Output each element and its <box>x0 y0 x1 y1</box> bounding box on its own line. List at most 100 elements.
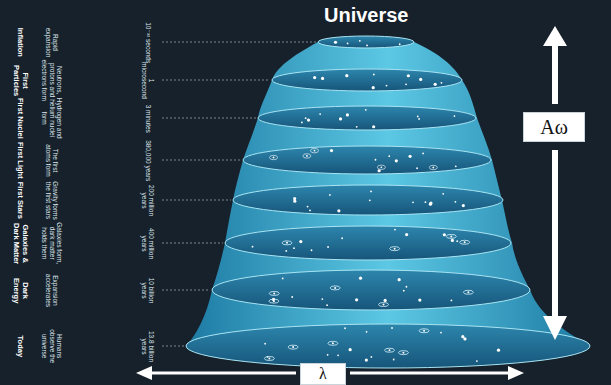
era-disc <box>272 69 462 91</box>
star-dot <box>359 40 361 42</box>
star-dot <box>264 343 266 345</box>
right-arrow-shaft <box>350 372 510 375</box>
star-dot <box>417 115 419 117</box>
star-dot <box>497 349 500 352</box>
star-dot <box>252 246 254 248</box>
era-time: 3 minutes <box>144 98 151 140</box>
galaxy-swirl <box>463 290 473 294</box>
galaxy-core <box>383 304 385 306</box>
star-dot <box>326 304 328 306</box>
star-dot <box>359 277 362 280</box>
down-arrow-head <box>543 316 567 340</box>
star-dot <box>441 82 443 84</box>
left-arrow-shaft <box>150 372 296 375</box>
star-dot <box>395 159 398 162</box>
star-dot <box>347 43 349 45</box>
star-dot <box>463 337 466 340</box>
star-dot <box>301 122 303 124</box>
era-description: Neutrons, protons and electrons form <box>41 59 63 101</box>
star-dot <box>339 117 342 120</box>
star-dot <box>355 298 358 301</box>
star-dot <box>378 169 381 172</box>
leader-line <box>162 346 184 347</box>
star-dot <box>455 165 457 167</box>
galaxy-core <box>273 292 275 294</box>
star-dot <box>311 249 313 251</box>
star-dot <box>454 201 456 203</box>
star-dot <box>327 246 329 248</box>
star-dot <box>349 348 352 351</box>
era-description: Gravity forms the first stars <box>45 179 60 221</box>
era-time: 1 microsecond <box>141 59 156 101</box>
star-dot <box>327 354 329 356</box>
galaxy-core <box>464 241 466 243</box>
star-dot <box>321 298 323 300</box>
star-dot <box>451 300 453 302</box>
star-dot <box>429 203 432 206</box>
star-dot <box>442 193 444 195</box>
star-dot <box>307 206 309 208</box>
star-dot <box>405 83 407 85</box>
era-time: 200 million years <box>141 179 156 221</box>
star-dot <box>393 359 395 361</box>
galaxy-core <box>286 242 288 244</box>
right-arrow-head <box>508 366 524 380</box>
star-dot <box>386 85 388 87</box>
up-arrow-head <box>543 26 567 46</box>
leader-line <box>162 42 316 43</box>
era-time: 10 billion years <box>141 269 156 311</box>
star-dot <box>454 115 456 117</box>
era-title: First Nuclei <box>16 97 25 139</box>
star-dot <box>293 247 295 249</box>
galaxy-core <box>292 346 294 348</box>
star-dot <box>443 233 446 236</box>
galaxy-swirl <box>390 247 400 251</box>
atom-orbit <box>429 165 437 169</box>
era-title: First Stars <box>16 179 25 221</box>
galaxy-swirl <box>328 341 338 345</box>
star-dot <box>418 118 420 120</box>
era-description: The first atoms form <box>45 139 60 181</box>
star-dot <box>370 356 372 358</box>
star-dot <box>399 43 401 45</box>
era-description: Rapid expansion <box>45 21 60 63</box>
star-dot <box>434 83 437 86</box>
star-dot <box>462 204 465 207</box>
down-arrow-shaft <box>552 150 558 318</box>
atom-orbit <box>311 148 319 152</box>
star-dot <box>337 209 340 212</box>
star-dot <box>370 191 372 193</box>
star-dot <box>422 153 424 155</box>
star-dot <box>334 41 337 44</box>
galaxy-core <box>467 291 469 293</box>
wavelength-box: λ <box>300 363 346 385</box>
galaxy-core <box>268 357 270 359</box>
star-dot <box>285 250 287 252</box>
star-dot <box>391 327 393 329</box>
era-time: 400 million years <box>141 222 156 264</box>
era-time: 13.8 billion years <box>141 325 156 367</box>
star-dot <box>388 155 390 157</box>
galaxy-core <box>332 342 334 344</box>
era-title: First Light <box>16 139 25 181</box>
star-dot <box>412 201 414 203</box>
galaxy-swirl <box>264 356 274 360</box>
galaxy-core <box>402 352 404 354</box>
atom-orbit <box>377 165 385 169</box>
star-dot <box>319 113 321 115</box>
star-dot <box>476 360 478 362</box>
atom-orbit <box>303 154 311 158</box>
era-description: Expansion accelerates <box>45 269 60 311</box>
era-description: Humans observe the universe <box>41 325 63 367</box>
leader-line <box>162 243 223 244</box>
star-dot <box>373 74 375 76</box>
era-time: 380,000 years <box>144 140 151 182</box>
galaxy-swirl <box>398 351 408 355</box>
star-dot <box>403 290 405 292</box>
star-dot <box>356 126 358 128</box>
galaxy-core <box>423 330 425 332</box>
galaxy-swirl <box>460 240 470 244</box>
galaxy-core <box>394 248 396 250</box>
